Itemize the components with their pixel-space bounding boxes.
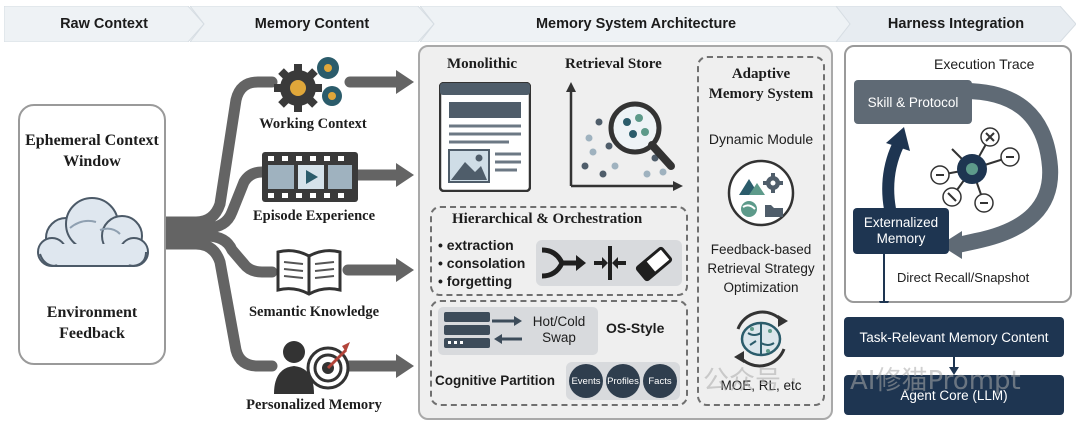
header-harness: Harness Integration	[836, 6, 1076, 42]
core-arrow	[949, 357, 959, 375]
feedback-optimization-label: Feedback-based Retrieval Strategy Optimi…	[707, 242, 815, 295]
dynamic-module-label: Dynamic Module	[708, 131, 814, 147]
hierarchical-title: Hierarchical & Orchestration	[452, 211, 643, 227]
monolithic-label: Monolithic	[447, 56, 517, 72]
arrowhead-working	[396, 70, 414, 94]
header-architecture-label: Memory System Architecture	[535, 16, 737, 32]
execution-trace-label: Execution Trace	[934, 56, 1035, 72]
chip-facts: Facts	[643, 364, 677, 398]
header-memory-content-label: Memory Content	[254, 16, 370, 32]
hot-cold-swap-label: Hot/Cold Swap	[532, 314, 586, 345]
environment-feedback-label: Environment Feedback	[46, 304, 138, 342]
bullet-consolation-text: consolation	[446, 255, 526, 271]
harness-cycle-graphic	[879, 83, 1059, 303]
eraser-icon	[635, 246, 673, 282]
scatter-magnifier-icon	[566, 82, 683, 191]
swap-stack-icon	[438, 307, 598, 355]
gears-icon	[274, 57, 342, 112]
skill-protocol-box: Skill & Protocol	[854, 80, 972, 124]
cycle-arrow-left	[886, 127, 910, 151]
os-style-box	[430, 300, 688, 406]
branch-line-working	[160, 76, 278, 228]
chip-profiles: Profiles	[606, 364, 640, 398]
open-book-icon	[276, 249, 342, 296]
film-strip-icon	[262, 152, 358, 202]
moe-rl-label: MOE, RL, etc	[720, 378, 802, 393]
header-architecture: Memory System Architecture	[420, 6, 852, 42]
context-window-box: Ephemeral Context Window Environment Fee…	[18, 104, 166, 365]
bullet-forgetting-text: forgetting	[446, 273, 513, 289]
hierarchical-box	[430, 206, 688, 296]
watermark-text: AI修猫Prompt	[850, 366, 1021, 396]
header-memory-content: Memory Content	[190, 6, 434, 42]
bullet-consolation: • consolation	[438, 255, 526, 271]
memory-label-personal: Personalized Memory	[246, 397, 382, 413]
branch-line-personal	[160, 238, 278, 372]
cycle-arc-left	[882, 142, 904, 211]
externalized-memory-box: Externalized Memory	[853, 208, 949, 254]
bullet-forgetting: • forgetting	[438, 273, 513, 289]
header-architecture-shape	[420, 6, 852, 42]
task-memory-box: Task-Relevant Memory Content	[844, 317, 1064, 357]
header-harness-label: Harness Integration	[887, 16, 1025, 32]
memory-label-semantic: Semantic Knowledge	[248, 304, 380, 320]
header-raw-context-label: Raw Context	[60, 16, 148, 32]
adaptive-title: Adaptive Memory System	[708, 66, 814, 102]
header-raw-context: Raw Context	[4, 6, 204, 42]
header-harness-shape	[836, 6, 1076, 42]
cycle-arc-right	[956, 83, 1059, 253]
person-target-icon	[274, 341, 350, 394]
agent-core-box: Agent Core (LLM)	[844, 375, 1064, 415]
arrowhead-semantic	[396, 258, 414, 282]
bullet-extraction: • extraction	[438, 237, 514, 253]
os-style-label: OS-Style	[606, 320, 665, 336]
memory-label-episode: Episode Experience	[252, 208, 376, 224]
watermark-prefix: 公众号 ·	[703, 366, 798, 396]
header-memory-content-shape	[190, 6, 434, 42]
cognitive-partition-label: Cognitive Partition	[435, 373, 556, 388]
adaptive-memory-box	[697, 56, 825, 406]
dynamic-module-icon	[727, 159, 795, 227]
arrowhead-personal	[396, 354, 414, 378]
bullet-extraction-text: extraction	[446, 237, 514, 253]
cloud-icon	[37, 197, 149, 267]
recall-arrowhead	[879, 301, 889, 303]
direct-recall-label: Direct Recall/Snapshot	[897, 270, 1030, 285]
context-window-title: Ephemeral Context Window	[25, 132, 159, 170]
branch-line-semantic	[160, 230, 278, 278]
tool-hub-icon	[930, 127, 1020, 213]
arrowhead-episode	[396, 163, 414, 187]
document-window-icon	[439, 82, 531, 192]
header-raw-context-shape	[4, 6, 204, 42]
branch-line-episode	[160, 166, 278, 234]
merge-compress-erase-icons	[536, 240, 682, 286]
memory-label-working: Working Context	[259, 116, 367, 132]
chip-events: Events	[569, 364, 603, 398]
retrieval-store-label: Retrieval Store	[565, 56, 662, 72]
brain-cycle-icon	[734, 310, 788, 368]
cycle-arrow-right	[940, 231, 962, 259]
